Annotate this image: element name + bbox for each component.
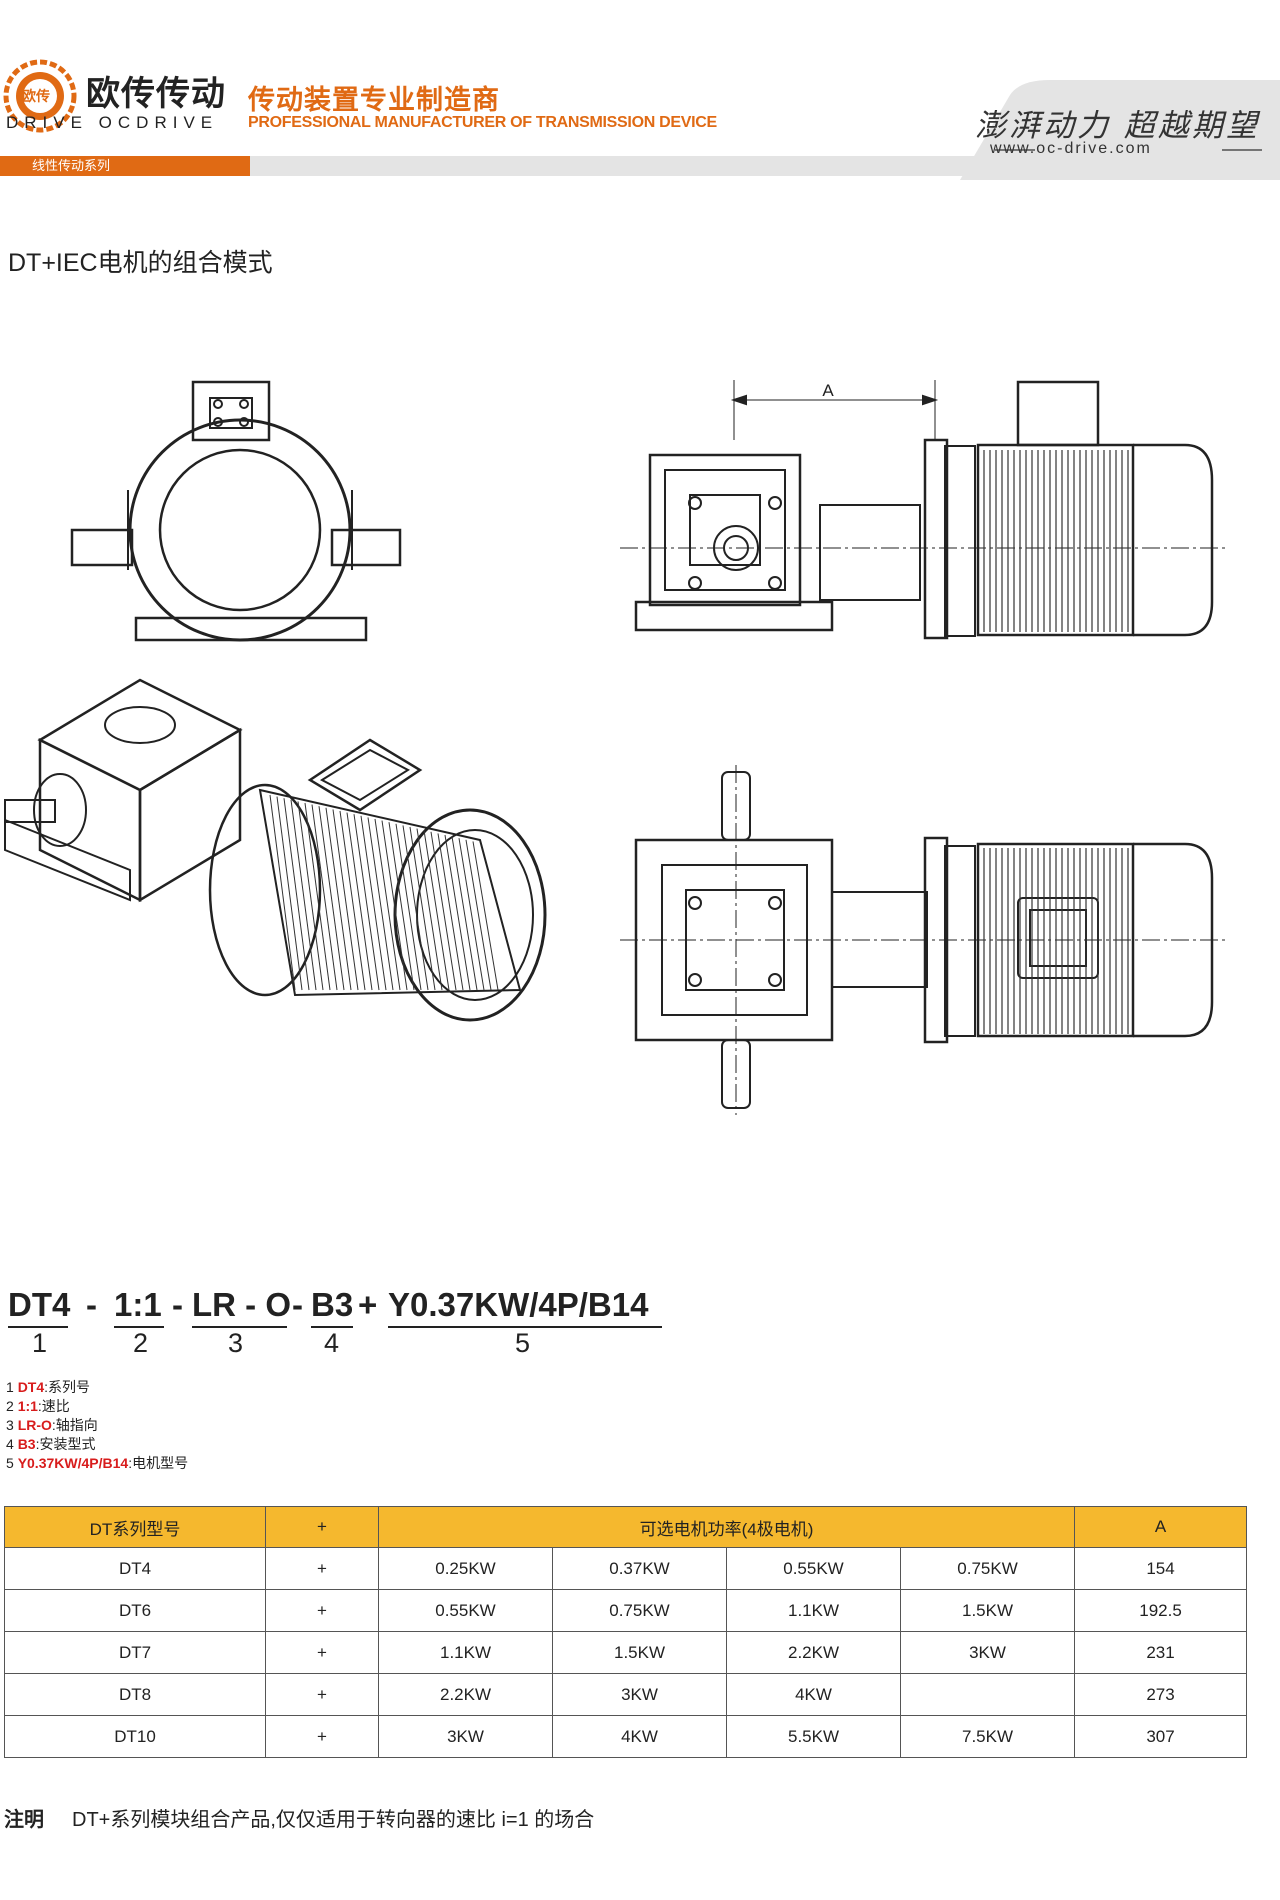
tagline-en: PROFESSIONAL MANUFACTURER OF TRANSMISSIO…	[248, 114, 717, 131]
legend-item: 2 1:1:速比	[6, 1398, 70, 1414]
code-underline-4	[311, 1326, 353, 1328]
cell-plus: +	[265, 1631, 379, 1674]
header-model: DT系列型号	[4, 1506, 266, 1548]
table-header-row: DT系列型号 + 可选电机功率(4极电机) A	[4, 1506, 1248, 1548]
cell-power: 3KW	[552, 1673, 727, 1716]
logo-text: 欧传	[22, 88, 50, 104]
cell-model: DT10	[4, 1715, 266, 1758]
cell-power: 0.75KW	[899, 1547, 1076, 1590]
brand-name-cn: 欧传传动	[86, 75, 226, 113]
cell-plus: +	[265, 1589, 379, 1632]
code-part-5: Y0.37KW/4P/B14	[388, 1286, 649, 1323]
cell-a: 231	[1074, 1631, 1248, 1674]
brand-name-en: DRIVE OCDRIVE	[6, 113, 219, 132]
code-part-2: 1:1	[114, 1286, 162, 1323]
code-num-3: 3	[228, 1328, 244, 1358]
tagline-cn: 传动装置专业制造商	[248, 85, 500, 115]
cell-power: 1.5KW	[552, 1631, 727, 1674]
page-header: 欧传 欧传传动 DRIVE OCDRIVE 传动装置专业制造商 PROFESSI…	[0, 0, 1280, 180]
cell-power: 7.5KW	[899, 1715, 1076, 1758]
side-view-bottom	[620, 765, 1225, 1115]
cell-a: 307	[1074, 1715, 1248, 1758]
code-sep-2: -	[172, 1286, 183, 1323]
isometric-view	[4, 678, 547, 1022]
dimension-label-a: A	[822, 381, 834, 400]
cell-plus: +	[265, 1715, 379, 1758]
cell-power: 2.2KW	[726, 1631, 901, 1674]
cell-power: 1.5KW	[899, 1589, 1076, 1632]
table-row: DT10 + 3KW 4KW 5.5KW 7.5KW 307	[4, 1715, 1248, 1758]
note-label: 注明	[4, 1809, 44, 1831]
code-part-3: LR - O	[192, 1286, 291, 1323]
code-num-5: 5	[515, 1328, 531, 1358]
cell-plus: +	[265, 1673, 379, 1716]
cell-power	[899, 1673, 1076, 1716]
header-background	[250, 80, 1280, 180]
table-row: DT4 + 0.25KW 0.37KW 0.55KW 0.75KW 154	[4, 1547, 1248, 1590]
code-underline-1	[8, 1326, 68, 1328]
code-part-1: DT4	[8, 1286, 71, 1323]
front-view-drawing	[70, 380, 402, 642]
cell-power: 4KW	[726, 1673, 901, 1716]
code-underline-3	[192, 1326, 287, 1328]
note-text: DT+系列模块组合产品,仅仅适用于转向器的速比 i=1 的场合	[72, 1809, 595, 1831]
motor-power-table: DT系列型号 + 可选电机功率(4极电机) A DT4 + 0.25KW 0.3…	[4, 1506, 1248, 1758]
cell-a: 192.5	[1074, 1589, 1248, 1632]
cell-a: 154	[1074, 1547, 1248, 1590]
header-a: A	[1074, 1506, 1248, 1548]
cell-power: 0.37KW	[552, 1547, 727, 1590]
header-power: 可选电机功率(4极电机)	[377, 1506, 1076, 1548]
cell-power: 0.25KW	[378, 1547, 553, 1590]
table-row: DT8 + 2.2KW 3KW 4KW 273	[4, 1673, 1248, 1716]
legend-item: 4 B3:安装型式	[6, 1436, 96, 1452]
cell-power: 0.55KW	[378, 1589, 553, 1632]
legend-item: 3 LR-O:轴指向	[6, 1417, 98, 1433]
code-part-4: B3	[311, 1286, 354, 1323]
cell-plus: +	[265, 1547, 379, 1590]
footnote: 注明 DT+系列模块组合产品,仅仅适用于转向器的速比 i=1 的场合	[4, 1803, 594, 1832]
cell-power: 3KW	[899, 1631, 1076, 1674]
cell-power: 1.1KW	[726, 1589, 901, 1632]
code-num-2: 2	[133, 1328, 149, 1358]
legend-item: 5 Y0.37KW/4P/B14:电机型号	[6, 1455, 189, 1471]
cell-power: 3KW	[378, 1715, 553, 1758]
code-num-1: 1	[32, 1328, 48, 1358]
table-row: DT7 + 1.1KW 1.5KW 2.2KW 3KW 231	[4, 1631, 1248, 1674]
cell-power: 5.5KW	[726, 1715, 901, 1758]
technical-drawings: A	[4, 380, 1225, 1115]
code-sep-1: -	[86, 1286, 97, 1323]
cell-model: DT8	[4, 1673, 266, 1716]
code-num-4: 4	[324, 1328, 340, 1358]
website-url[interactable]: www.oc-drive.com	[990, 140, 1152, 157]
slogan: 澎湃动力 超越期望	[975, 108, 1260, 144]
cell-power: 4KW	[552, 1715, 727, 1758]
cell-model: DT4	[4, 1547, 266, 1590]
code-sep-3: -	[292, 1286, 303, 1323]
legend-item: 1 DT4:系列号	[6, 1379, 91, 1395]
code-sep-4: +	[358, 1286, 378, 1323]
code-underline-2	[114, 1326, 164, 1328]
cell-power: 2.2KW	[378, 1673, 553, 1716]
cell-power: 1.1KW	[378, 1631, 553, 1674]
cell-power: 0.75KW	[552, 1589, 727, 1632]
header-plus: +	[265, 1506, 379, 1548]
table-row: DT6 + 0.55KW 0.75KW 1.1KW 1.5KW 192.5	[4, 1589, 1248, 1632]
cell-a: 273	[1074, 1673, 1248, 1716]
side-view-top	[620, 380, 1225, 640]
cell-model: DT7	[4, 1631, 266, 1674]
cell-model: DT6	[4, 1589, 266, 1632]
logo-icon	[3, 59, 77, 133]
code-underline-5	[388, 1326, 662, 1328]
motor-fins	[269, 450, 1129, 1034]
cell-power: 0.55KW	[726, 1547, 901, 1590]
series-tab[interactable]: 线性传动系列	[0, 156, 250, 176]
section-title: DT+IEC电机的组合模式	[8, 249, 273, 277]
